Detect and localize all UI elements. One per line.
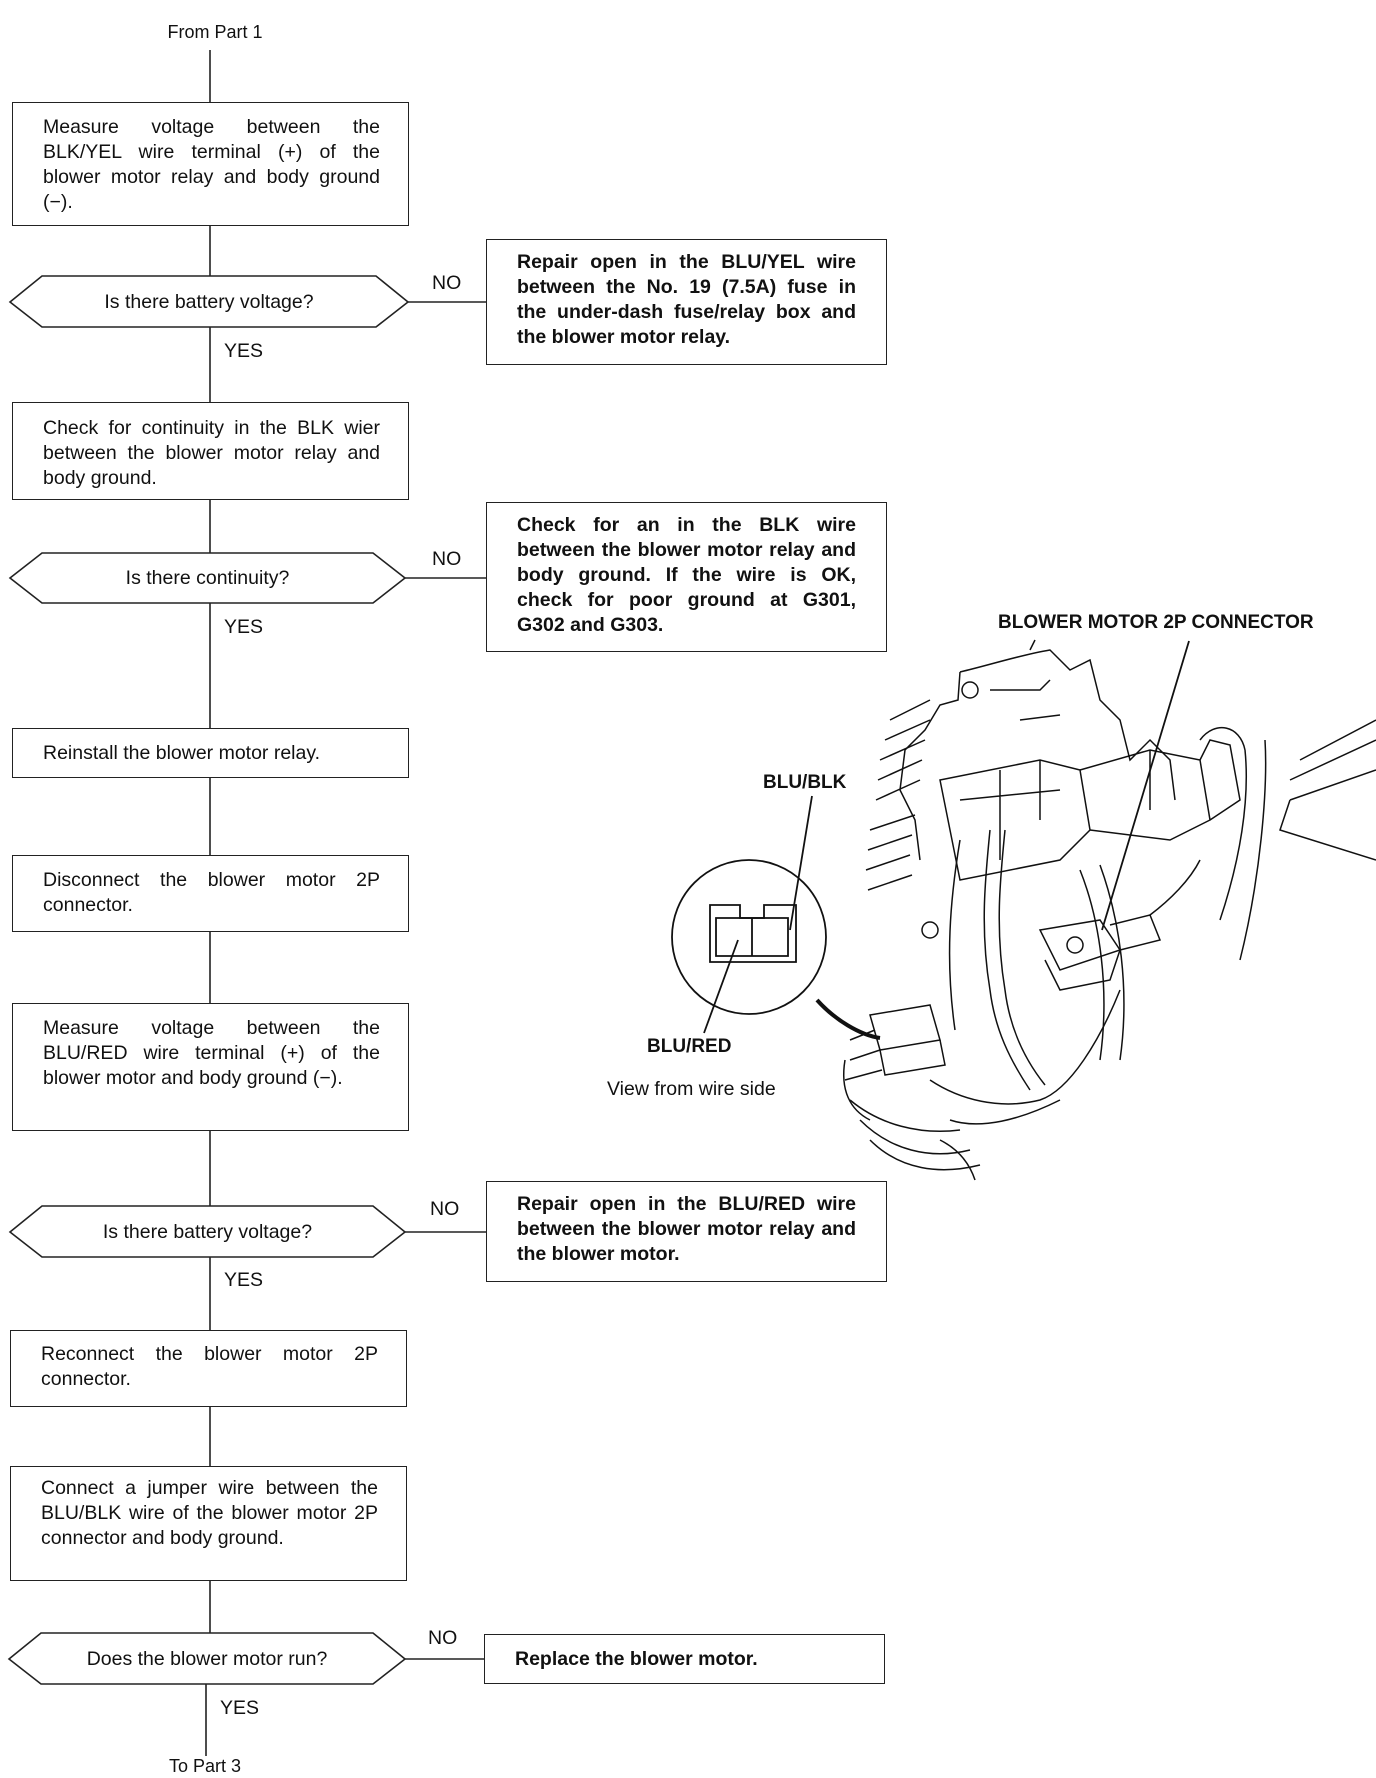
end-label: To Part 3 <box>168 1756 242 1776</box>
question-continuity: Is there continuity? <box>125 567 290 589</box>
step-reinstall-relay: Reinstall the blower motor relay. <box>12 728 409 778</box>
decision-shape <box>7 1632 407 1685</box>
start-label: From Part 1 <box>167 22 263 42</box>
step-check-blk-continuity: Check for continuity in the BLK wier bet… <box>12 402 409 500</box>
decision-shape <box>8 275 410 328</box>
blu-red-leader <box>703 939 739 1034</box>
action-replace-blower: Replace the blower motor. <box>484 1634 885 1684</box>
no-label: NO <box>432 272 462 294</box>
step-measure-blk-yel: Measure voltage between the BLK/YEL wire… <box>12 102 409 226</box>
connector-view-circle <box>671 640 1190 1040</box>
action-repair-blu-red: Repair open in the BLU/RED wire between … <box>486 1181 887 1282</box>
view-caption: View from wire side <box>607 1078 776 1100</box>
blu-blk-leader <box>789 795 813 931</box>
step-connect-jumper: Connect a jumper wire between the BLU/BL… <box>10 1466 407 1581</box>
question-blower-runs: Does the blower motor run? <box>86 1648 328 1670</box>
yes-label: YES <box>224 1269 264 1291</box>
step-measure-blu-red: Measure voltage between the BLU/RED wire… <box>12 1003 409 1131</box>
action-repair-blu-yel: Repair open in the BLU/YEL wire between … <box>486 239 887 365</box>
blower-motor-illustration <box>843 639 1376 1181</box>
connector-leader <box>1101 640 1190 931</box>
connector-title: BLOWER MOTOR 2P CONNECTOR <box>998 612 1314 633</box>
step-reconnect-connector: Reconnect the blower motor 2P connector. <box>10 1330 407 1407</box>
step-disconnect-connector: Disconnect the blower motor 2P connector… <box>12 855 409 932</box>
question-battery-voltage-2: Is there battery voltage? <box>102 1221 313 1243</box>
no-label: NO <box>432 548 462 570</box>
question-battery-voltage-1: Is there battery voltage? <box>104 291 314 313</box>
decision-shape <box>8 1205 407 1258</box>
no-label: NO <box>428 1627 458 1649</box>
yes-label: YES <box>224 340 264 362</box>
decision-shape <box>8 552 407 604</box>
pin-label-blu-red: BLU/RED <box>647 1036 732 1057</box>
pin-label-blu-blk: BLU/BLK <box>763 772 847 793</box>
yes-label: YES <box>224 616 264 638</box>
no-label: NO <box>430 1198 460 1220</box>
yes-label: YES <box>220 1697 260 1719</box>
action-check-blk-ground: Check for an in the BLK wire between the… <box>486 502 887 652</box>
